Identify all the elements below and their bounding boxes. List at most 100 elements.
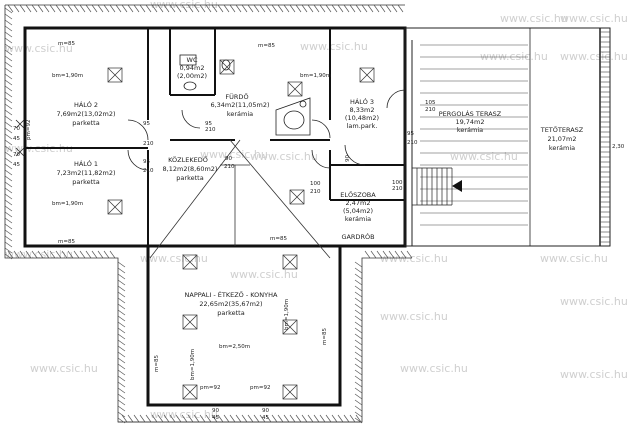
eave-hatch-line: [117, 387, 126, 394]
bathtub-icon: [275, 97, 311, 136]
eave-hatch-line: [4, 73, 13, 80]
room-floor-nappali: parketta: [217, 309, 244, 317]
watermark: www.csic.hu: [480, 50, 548, 63]
eave-hatch-line: [354, 357, 363, 364]
eave-hatch-line: [319, 414, 326, 423]
eave-hatch-line: [235, 4, 242, 13]
eave-hatch-line: [211, 414, 218, 423]
eave-hatch-line: [127, 4, 134, 13]
room-name-halo2: HÁLÓ 2: [74, 100, 98, 109]
eave-hatch-line: [117, 351, 126, 358]
eave-hatch-line: [4, 247, 13, 254]
eave-hatch-line: [265, 4, 272, 13]
eave-hatch-line: [331, 414, 338, 423]
eave-hatch-line: [354, 291, 363, 298]
eave-hatch-line: [117, 339, 126, 346]
room-floor-pergola: kerámia: [457, 126, 483, 134]
roof-window-cross: [182, 254, 198, 270]
eave-hatch-line: [117, 375, 126, 382]
eave-hatch-line: [117, 273, 126, 280]
room-area-furdo: 6,34m2(11,05m2): [210, 101, 269, 109]
eave-hatch-line: [283, 4, 290, 13]
eave-hatch-line: [4, 187, 13, 194]
eave-hatch-line: [354, 261, 363, 268]
room-area-pergola: 19,74m2: [455, 118, 484, 126]
roof-window-cross: [282, 384, 298, 400]
eave-hatch-line: [25, 4, 32, 13]
roof-window-icon: [107, 199, 123, 215]
watermark: www.csic.hu: [540, 252, 608, 265]
eave-hatch-line: [109, 250, 116, 259]
eave-hatch-line: [355, 414, 362, 423]
eave-hatch-line: [223, 414, 230, 423]
eave-hatch-line: [325, 4, 332, 13]
eave-hatch-line: [73, 4, 80, 13]
eave-hatch-line: [117, 315, 126, 322]
eave-hatch-line: [337, 414, 344, 423]
dim-bm190: bm=1,90m: [52, 201, 83, 207]
eave-hatch-line: [4, 25, 13, 32]
dim-70: 70: [13, 126, 20, 132]
room-area-kozlekedo: 8,12m2(8,60m2): [163, 165, 218, 173]
eave-hatch-line: [4, 61, 13, 68]
eave-hatch-line: [4, 217, 13, 224]
eave-hatch-line: [193, 4, 200, 13]
eave-hatch-line: [117, 357, 126, 364]
dim-230: 2,30: [612, 144, 625, 150]
eave-hatch-line: [115, 4, 122, 13]
dim-70: 70: [13, 152, 20, 158]
eave-hatch-line: [19, 4, 26, 13]
dim-pm92: pm=92: [26, 120, 32, 140]
dim-m85: m=85: [270, 236, 287, 242]
eave-hatch-line: [217, 414, 224, 423]
eave-hatch-line: [91, 4, 98, 13]
eave-hatch-line: [117, 285, 126, 292]
eave-hatch-line: [199, 4, 206, 13]
eave-hatch-line: [117, 393, 126, 400]
bathtub-basin-icon: [283, 110, 305, 130]
eave-hatch-line: [343, 414, 350, 423]
eave-hatch-line: [349, 4, 356, 13]
pergola-beams: [420, 44, 528, 226]
watermark: www.csic.hu: [150, 408, 218, 421]
eave-hatch-line: [67, 250, 74, 259]
eave-hatch-line: [4, 7, 13, 14]
eave-hatch-line: [127, 414, 134, 423]
eave-hatch-line: [61, 4, 68, 13]
eave-hatch-line: [85, 250, 92, 259]
eave-hatch-line: [354, 327, 363, 334]
dim-210: 210: [392, 186, 403, 192]
eave-hatch-line: [31, 250, 38, 259]
eave-hatch-line: [117, 417, 126, 424]
room-name-furdo: FÜRDŐ: [225, 92, 248, 101]
eave-hatch-line: [117, 279, 126, 286]
dim-210: 210: [224, 164, 235, 170]
dim-90: 90: [345, 155, 351, 162]
eave-hatch-line: [117, 297, 126, 304]
eave-hatch-line: [400, 250, 407, 259]
room-area-nappali: 22,65m2(35,67m2): [199, 300, 262, 308]
watermark: www.csic.hu: [300, 40, 368, 53]
room-name-wc: WC: [187, 56, 198, 64]
room-floor-furdo: kerámia: [227, 110, 253, 118]
eave-hatch-line: [283, 414, 290, 423]
eave-hatch-line: [301, 414, 308, 423]
eave-hatch-line: [354, 369, 363, 376]
eave-hatch-line: [4, 19, 13, 26]
vertical-dimension-labels: pm=92 bm=1,90m bm=1,90m m=85 m=85 90: [26, 120, 351, 380]
room-area-wc: 0,94m2: [180, 64, 205, 72]
dim-210: 210: [143, 141, 154, 147]
room-area-tetoterasz: 21,07m2: [547, 135, 576, 143]
eave-hatch-line: [4, 109, 13, 116]
dim-45: 45: [13, 162, 20, 168]
dim-m85: m=85: [58, 41, 75, 47]
eave-hatch-line: [4, 205, 13, 212]
eave-hatch-line: [4, 79, 13, 86]
eave-hatch-line: [354, 417, 363, 424]
eave-hatch-line: [289, 414, 296, 423]
dim-100: 100: [392, 180, 403, 186]
eave-hatch-line: [117, 405, 126, 412]
watermark: www.csic.hu: [380, 252, 448, 265]
eave-hatch-line: [175, 4, 182, 13]
